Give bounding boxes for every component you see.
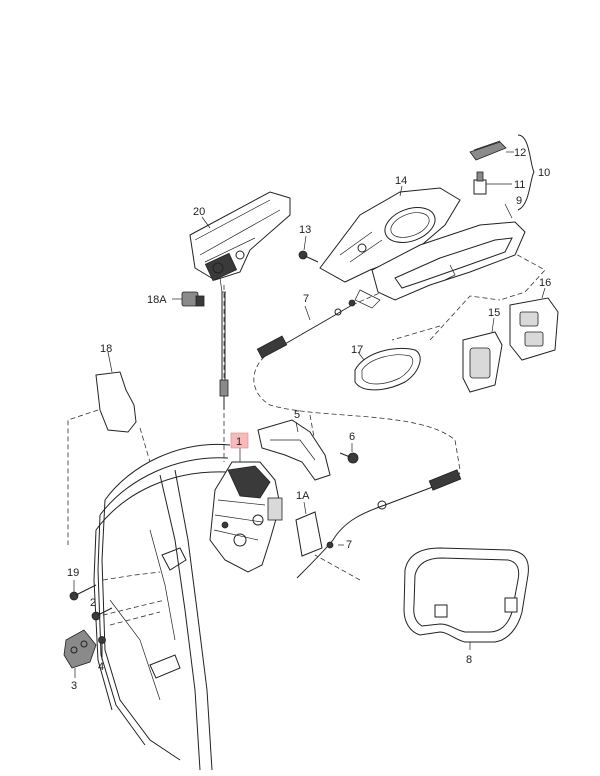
callout-1-highlight — [230, 432, 249, 449]
part-20-latch-module — [189, 191, 291, 410]
part-5-bracket — [257, 419, 331, 481]
part-17-trim-ring — [354, 347, 421, 391]
part-3-striker — [63, 629, 97, 678]
part-19-screw — [69, 580, 97, 601]
callout-9: 9 — [516, 195, 522, 207]
callout-8: 8 — [466, 654, 472, 666]
callout-7-upper: 7 — [303, 293, 309, 305]
callout-labels: 1 1A 2 3 4 5 6 7 7 8 9 10 11 12 13 14 15… — [67, 147, 551, 692]
part-13-screw — [298, 235, 319, 263]
callout-12: 12 — [514, 147, 526, 159]
part-1A-pad — [295, 501, 323, 557]
part-9-door-handle — [354, 203, 526, 309]
part-7-upper-cable — [256, 299, 356, 359]
part-11-bulb-holder — [473, 171, 512, 195]
callout-20: 20 — [193, 206, 205, 218]
callout-19: 19 — [67, 567, 79, 579]
callout-16: 16 — [539, 277, 551, 289]
part-18-pad — [95, 351, 137, 433]
callout-10: 10 — [538, 167, 550, 179]
door-frame — [93, 443, 231, 771]
callout-18A: 18A — [147, 294, 167, 306]
callout-5: 5 — [294, 409, 300, 421]
part-2-screw — [91, 607, 113, 621]
bracket-10 — [517, 134, 535, 211]
callout-15: 15 — [488, 307, 500, 319]
part-14-handle-frame — [319, 185, 461, 283]
part-4-screw — [98, 636, 106, 660]
callout-11: 11 — [514, 179, 525, 191]
part-6-screw — [339, 443, 359, 464]
callout-1: 1 — [236, 436, 242, 448]
callout-18: 18 — [100, 343, 112, 355]
callout-14: 14 — [395, 175, 407, 187]
callout-1A: 1A — [296, 490, 310, 502]
part-18A-clip — [172, 291, 205, 307]
part-8-cover-panel — [403, 547, 529, 650]
part-1-door-lock — [209, 448, 283, 573]
callout-3: 3 — [71, 680, 77, 692]
callout-13: 13 — [299, 224, 311, 236]
part-15-cover — [462, 317, 503, 393]
callout-4: 4 — [98, 661, 104, 673]
callout-7-lower: 7 — [346, 539, 352, 551]
callout-2: 2 — [90, 597, 96, 609]
callout-6: 6 — [349, 431, 355, 443]
part-7-lower-cable — [296, 469, 462, 579]
part-12-trim-strip — [469, 140, 514, 161]
part-16-switch — [509, 287, 559, 361]
callout-17: 17 — [351, 344, 363, 356]
